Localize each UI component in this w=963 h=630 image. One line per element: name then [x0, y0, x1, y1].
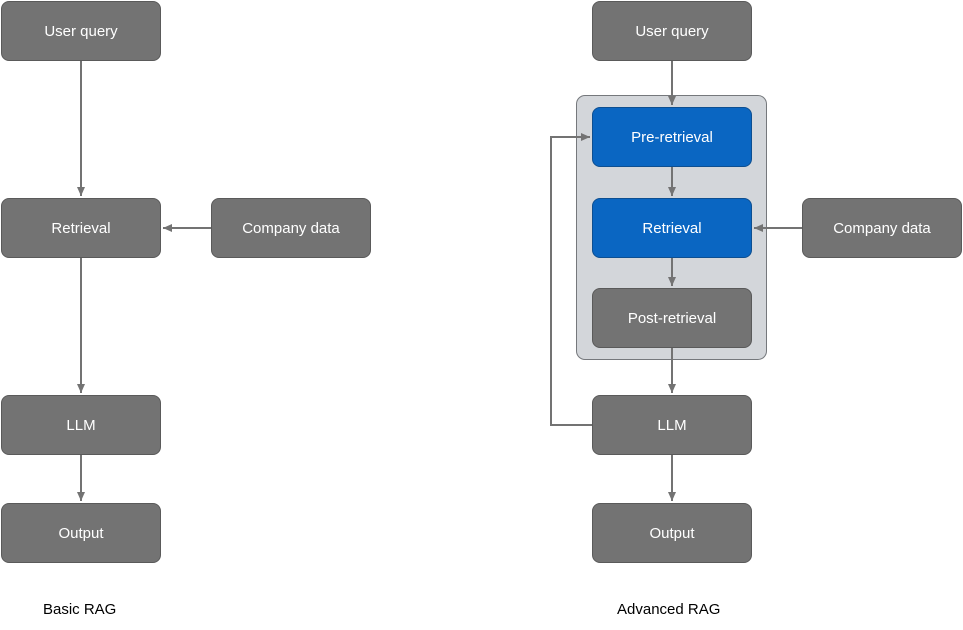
advanced-retrieval-node: Retrieval	[592, 198, 752, 258]
basic-output-node: Output	[1, 503, 161, 563]
advanced-company-data-node: Company data	[802, 198, 962, 258]
basic-company-data-node: Company data	[211, 198, 371, 258]
basic-retrieval-node: Retrieval	[1, 198, 161, 258]
basic-rag-caption: Basic RAG	[43, 601, 117, 618]
advanced-user-query-node: User query	[592, 1, 752, 61]
advanced-pre-retrieval-node: Pre-retrieval	[592, 107, 752, 167]
basic-user-query-node: User query	[1, 1, 161, 61]
edge-adv-llm-loop-to-pre	[550, 133, 592, 426]
advanced-post-retrieval-node: Post-retrieval	[592, 288, 752, 348]
advanced-rag-caption: Advanced RAG	[617, 601, 721, 618]
advanced-llm-node: LLM	[592, 395, 752, 455]
basic-llm-node: LLM	[1, 395, 161, 455]
advanced-output-node: Output	[592, 503, 752, 563]
